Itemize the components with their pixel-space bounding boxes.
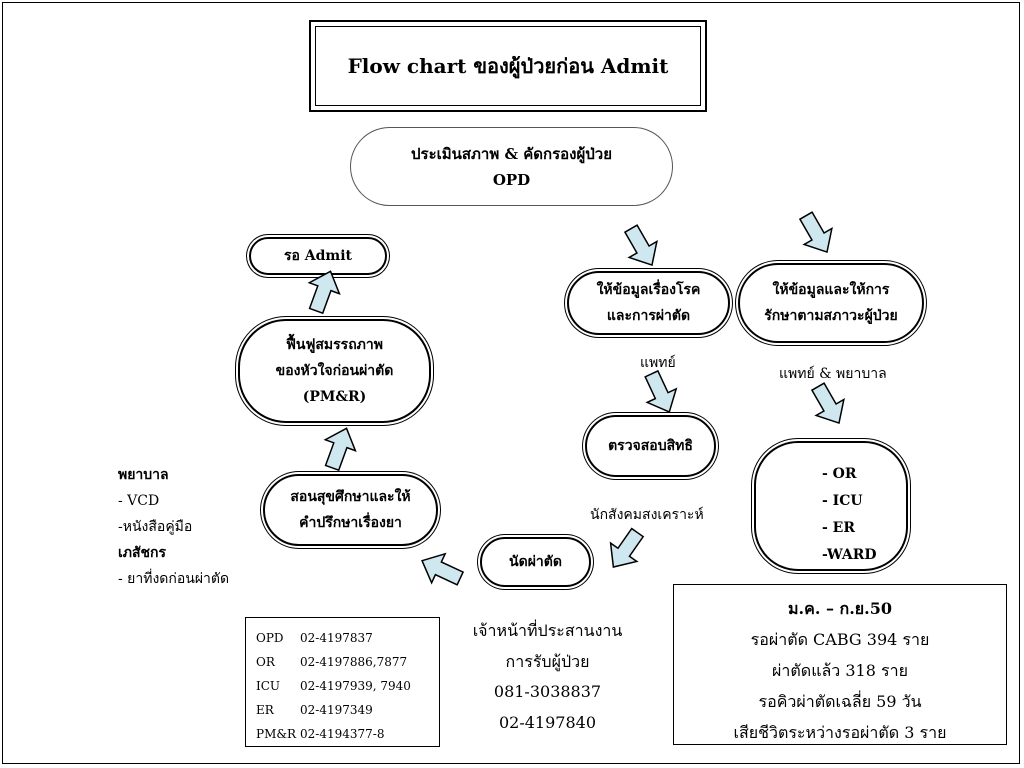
stats-row-deaths: เสียชีวิตระหว่างรอผ่าตัด 3 ราย: [733, 723, 947, 742]
page-title: Flow chart ของผู้ป่วยก่อน Admit: [315, 26, 701, 106]
stats-box: ม.ค. – ก.ย.50 รอผ่าตัด CABG 394 ราย ผ่าต…: [673, 584, 1007, 745]
node-education-line2: คำปรึกษาเรื่องยา: [299, 515, 402, 531]
ward-er: - ER: [822, 520, 855, 536]
label-doctor-nurse: แพทย์ & พยาบาล: [779, 366, 887, 382]
node-appointment: นัดผ่าตัด: [480, 537, 591, 587]
label-social-worker: นักสังคมสงเคราะห์: [590, 507, 704, 523]
node-info-treatment-line2: รักษาตามสภาวะผู้ป่วย: [764, 308, 898, 324]
stats-row-avg-queue: รอคิวผ่าตัดเฉลี่ย 59 วัน: [758, 692, 922, 711]
node-assess-line2: OPD: [492, 170, 531, 189]
nurse-item-manual: -หนังสือคู่มือ: [118, 519, 193, 535]
node-rehab-line2: ของหัวใจก่อนผ่าตัด: [275, 363, 394, 379]
node-appointment-label: นัดผ่าตัด: [509, 554, 562, 570]
pharm-item-drugs: - ยาที่งดก่อนผ่าตัด: [118, 571, 230, 587]
node-info-disease-line1: ให้ข้อมูลเรื่องโรค: [596, 282, 701, 298]
node-wait-admit-label: รอ Admit: [283, 248, 353, 264]
arrow-to-check-rights-icon: [644, 369, 678, 413]
arrow-to-info-treatment-icon: [798, 211, 833, 254]
node-education: สอนสุขศึกษาและให้ คำปรึกษาเรื่องยา: [263, 474, 438, 546]
title-box: Flow chart ของผู้ป่วยก่อน Admit: [309, 20, 707, 112]
node-info-disease-line2: และการผ่าตัด: [606, 308, 691, 324]
node-info-treatment: ให้ข้อมูลและให้การ รักษาตามสภาวะผู้ป่วย: [738, 263, 924, 343]
stats-row-waiting: รอผ่าตัด CABG 394 ราย: [750, 630, 930, 649]
arrow-to-info-disease-icon: [623, 224, 658, 267]
node-assess-line1: ประเมินสภาพ & คัดกรองผู้ป่วย: [410, 144, 612, 163]
arrow-to-wards-icon: [810, 382, 845, 425]
stats-row-operated: ผ่าตัดแล้ว 318 ราย: [772, 661, 908, 680]
nurse-heading: พยาบาล: [118, 467, 169, 483]
label-doctor: แพทย์: [640, 355, 676, 371]
node-info-disease: ให้ข้อมูลเรื่องโรค และการผ่าตัด: [567, 271, 730, 335]
node-rehab: ฟื้นฟูสมรรถภาพ ของหัวใจก่อนผ่าตัด (PM&R): [238, 319, 431, 423]
node-check-rights: ตรวจสอบสิทธิ: [585, 415, 716, 477]
node-info-treatment-line1: ให้ข้อมูลและให้การ: [772, 282, 890, 298]
node-rehab-line3: (PM&R): [302, 389, 367, 405]
coordinator-phone2: 02-4197840: [498, 712, 597, 732]
coordinator-line2: การรับผู้ป่วย: [505, 651, 590, 671]
coordinator-phone1: 081-3038837: [493, 682, 602, 701]
coordinator-block: เจ้าหน้าที่ประสานงาน การรับผู้ป่วย 081-3…: [450, 616, 645, 738]
coordinator-line1: เจ้าหน้าที่ประสานงาน: [472, 621, 623, 640]
node-check-rights-label: ตรวจสอบสิทธิ: [608, 438, 693, 454]
ward-icu: - ICU: [822, 493, 863, 509]
node-education-line1: สอนสุขศึกษาและให้: [290, 489, 411, 505]
pharm-heading: เภสัชกร: [118, 545, 167, 561]
arrow-to-rehab-icon: [323, 427, 357, 472]
ward-or: - OR: [822, 466, 857, 482]
node-rehab-line1: ฟื้นฟูสมรรถภาพ: [285, 337, 383, 353]
stats-period: ม.ค. – ก.ย.50: [788, 599, 892, 618]
ward-ward: -WARD: [822, 547, 877, 563]
node-wait-admit: รอ Admit: [249, 237, 387, 275]
arrow-to-wait-admit-icon: [307, 270, 341, 315]
arrow-to-education-icon: [421, 552, 465, 586]
side-notes: พยาบาล - VCD -หนังสือคู่มือ เภสัชกร - ยา…: [118, 462, 229, 592]
nurse-item-vcd: - VCD: [118, 493, 160, 509]
node-assess-opd: ประเมินสภาพ & คัดกรองผู้ป่วย OPD: [350, 127, 673, 206]
arrow-to-appointment-icon: [609, 527, 645, 568]
node-wards: - OR - ICU - ER -WARD: [754, 441, 908, 571]
